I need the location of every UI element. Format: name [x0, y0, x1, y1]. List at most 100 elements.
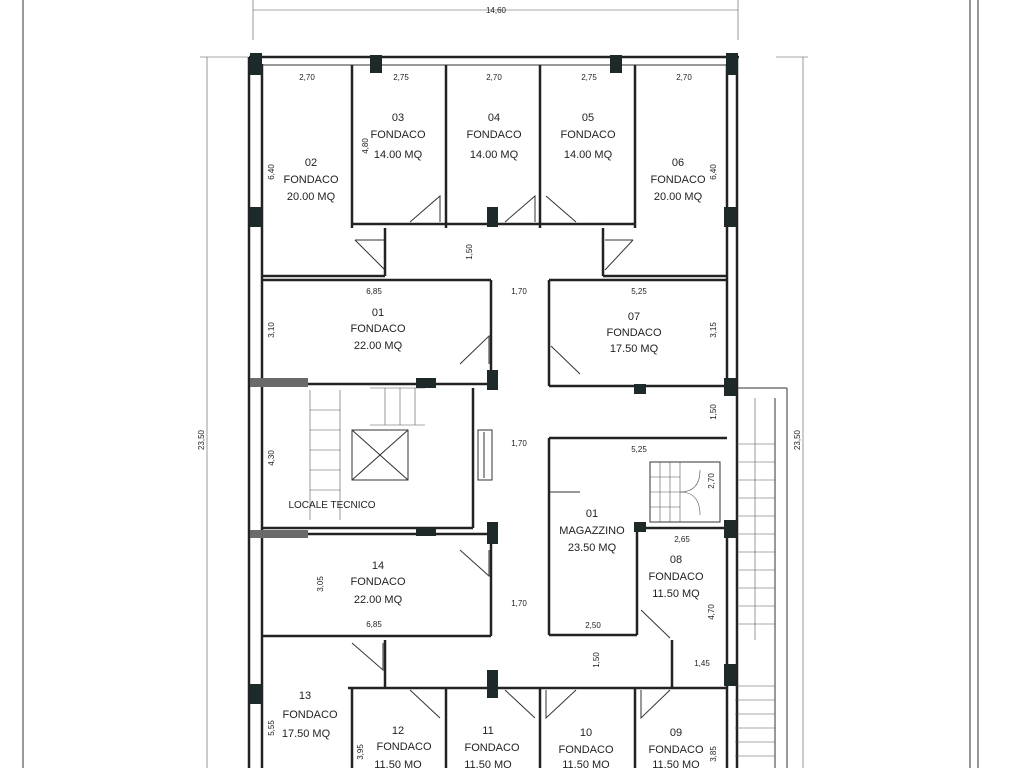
dim-w14: 6,85	[366, 620, 382, 629]
room-02: 02 FONDACO 20.00 MQ	[284, 157, 339, 203]
svg-text:08: 08	[670, 554, 682, 566]
dim-top-w2: 2,75	[393, 73, 409, 82]
dim-w01: 6,85	[366, 287, 382, 296]
svg-text:11.50 MQ: 11.50 MQ	[652, 588, 700, 600]
svg-text:02: 02	[305, 157, 317, 169]
dim-w07: 5,25	[631, 287, 647, 296]
svg-text:12: 12	[392, 725, 404, 737]
svg-text:FONDACO: FONDACO	[283, 709, 338, 721]
svg-text:FONDACO: FONDACO	[467, 129, 522, 141]
svg-text:13: 13	[299, 690, 311, 702]
overall-height-right-dimension: 23,50	[776, 56, 808, 768]
room-labels: 02 FONDACO 20.00 MQ 03 FONDACO 14.00 MQ …	[282, 112, 706, 768]
room-11: 11 FONDACO 11.50 MQ	[464, 725, 520, 768]
svg-text:03: 03	[392, 112, 404, 124]
svg-text:11.50 MQ: 11.50 MQ	[374, 759, 422, 768]
dim-top-w1: 2,70	[299, 73, 315, 82]
svg-text:14: 14	[372, 560, 384, 572]
dim-h06: 6,40	[709, 164, 718, 180]
dim-h08: 4,70	[707, 604, 716, 620]
dim-h02: 6,40	[267, 164, 276, 180]
svg-text:MAGAZZINO: MAGAZZINO	[559, 525, 625, 537]
room-05: 05 FONDACO 14.00 MQ	[561, 112, 616, 161]
doors	[351, 194, 671, 720]
svg-text:22.00 MQ: 22.00 MQ	[354, 594, 403, 606]
dim-w-right-bottom: 1,45	[694, 659, 710, 668]
inner-stair	[309, 387, 425, 520]
dim-w01m: 5,25	[631, 445, 647, 454]
overall-height-left-dimension: 23,50	[197, 56, 248, 768]
room-01-magazzino: 01 MAGAZZINO 23.50 MQ	[559, 508, 625, 554]
room-10: 10 FONDACO 11.50 MQ	[559, 727, 614, 768]
svg-text:05: 05	[582, 112, 594, 124]
room-01: 01 FONDACO 22.00 MQ	[351, 307, 406, 352]
svg-text:FONDACO: FONDACO	[559, 744, 614, 756]
dim-corr3: 1,70	[511, 599, 527, 608]
dim-corr2: 1,70	[511, 439, 527, 448]
dim-corridor-bottom: 1,50	[592, 652, 601, 668]
room-08: 08 FONDACO 11.50 MQ	[649, 554, 704, 600]
svg-text:11.50 MQ: 11.50 MQ	[464, 759, 512, 768]
svg-text:FONDACO: FONDACO	[607, 327, 662, 339]
svg-text:11: 11	[482, 725, 493, 737]
external-stair	[735, 398, 775, 757]
overall-width-dimension: 14,60	[252, 0, 739, 40]
svg-text:FONDACO: FONDACO	[651, 174, 706, 186]
room-03: 03 FONDACO 14.00 MQ	[371, 112, 426, 161]
room-14: 14 FONDACO 22.00 MQ	[351, 560, 406, 606]
svg-text:06: 06	[672, 157, 684, 169]
svg-text:23,50: 23,50	[793, 429, 802, 450]
room-12: 12 FONDACO 11.50 MQ	[374, 725, 432, 768]
locale-tecnico-label: LOCALE TECNICO	[288, 500, 375, 511]
dim-top-w3: 2,70	[486, 73, 502, 82]
dim-h-stair: 2,70	[707, 473, 716, 489]
svg-text:09: 09	[670, 727, 682, 739]
room-09: 09 FONDACO 11.50 MQ	[649, 727, 704, 768]
dim-top-w4: 2,75	[581, 73, 597, 82]
svg-text:FONDACO: FONDACO	[649, 744, 704, 756]
svg-text:FONDACO: FONDACO	[284, 174, 339, 186]
svg-text:20.00 MQ: 20.00 MQ	[287, 191, 336, 203]
svg-text:20.00 MQ: 20.00 MQ	[654, 191, 703, 203]
magazzino-stair	[649, 461, 721, 523]
svg-text:FONDACO: FONDACO	[561, 129, 616, 141]
svg-text:FONDACO: FONDACO	[351, 576, 406, 588]
svg-text:17.50 MQ: 17.50 MQ	[610, 343, 659, 355]
svg-text:FONDACO: FONDACO	[351, 323, 406, 335]
dimension-labels: 2,70 2,75 2,70 2,75 2,70 6,40 4,80 6,40 …	[267, 73, 718, 762]
dim-h-tech: 4,30	[267, 450, 276, 466]
room-04: 04 FONDACO 14.00 MQ	[467, 112, 522, 161]
dim-corridor-top: 1,50	[465, 244, 474, 260]
svg-text:23.50 MQ: 23.50 MQ	[568, 542, 617, 554]
dim-h12: 3,95	[356, 744, 365, 760]
room-07: 07 FONDACO 17.50 MQ	[607, 311, 662, 355]
svg-text:14,60: 14,60	[486, 6, 507, 15]
dim-h03: 4,80	[361, 138, 370, 154]
dim-h01: 3,10	[267, 322, 276, 338]
svg-text:07: 07	[628, 311, 640, 323]
dim-h07: 3,15	[709, 322, 718, 338]
pillars	[250, 53, 738, 704]
svg-text:14.00 MQ: 14.00 MQ	[374, 149, 423, 161]
dim-h09: 3,85	[709, 746, 718, 762]
dim-h13: 5,55	[267, 720, 276, 736]
svg-text:11.50 MQ: 11.50 MQ	[562, 759, 610, 768]
svg-text:22.00 MQ: 22.00 MQ	[354, 340, 403, 352]
svg-text:17.50 MQ: 17.50 MQ	[282, 728, 331, 740]
svg-text:14.00 MQ: 14.00 MQ	[470, 149, 519, 161]
svg-text:01: 01	[586, 508, 598, 520]
dim-corr1: 1,70	[511, 287, 527, 296]
dim-top-w5: 2,70	[676, 73, 692, 82]
room-06: 06 FONDACO 20.00 MQ	[651, 157, 706, 203]
svg-text:FONDACO: FONDACO	[465, 742, 520, 754]
svg-text:FONDACO: FONDACO	[649, 571, 704, 583]
svg-text:10: 10	[580, 727, 592, 739]
dim-h14: 3,05	[316, 576, 325, 592]
svg-text:FONDACO: FONDACO	[371, 129, 426, 141]
dim-mid-right: 1,50	[709, 404, 718, 420]
svg-text:01: 01	[372, 307, 384, 319]
dim-w08: 2,65	[674, 535, 690, 544]
room-13: 13 FONDACO 17.50 MQ	[282, 690, 338, 740]
svg-text:23,50: 23,50	[197, 429, 206, 450]
